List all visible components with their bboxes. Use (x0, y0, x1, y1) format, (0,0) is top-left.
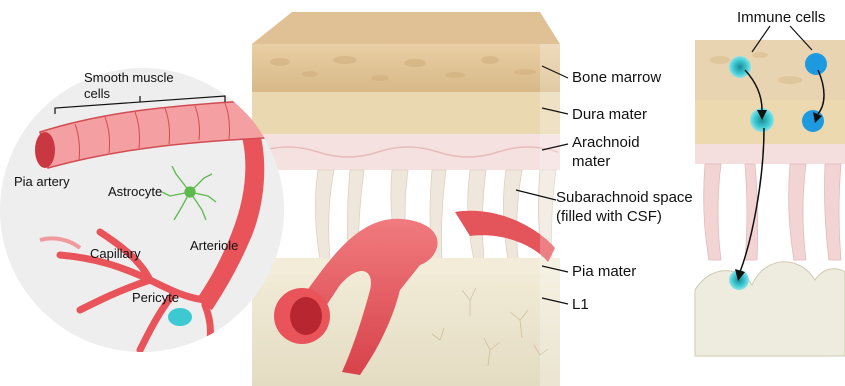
label-arteriole: Arteriole (190, 238, 238, 253)
immune-arachnoid-layer (695, 144, 845, 164)
immune-brain-surface (695, 262, 845, 356)
label-arachnoid-line2: mater (572, 153, 610, 170)
label-l1: L1 (572, 296, 589, 313)
immune-panel (695, 26, 845, 356)
pia-artery-opening (35, 132, 55, 168)
label-astrocyte: Astrocyte (108, 184, 162, 199)
central-block (252, 12, 570, 386)
immune-cell-2 (805, 53, 827, 75)
label-subarachnoid-line1: Subarachnoid space (556, 189, 693, 206)
label-pericyte: Pericyte (132, 290, 179, 305)
arachnoid-mater-layer (252, 134, 560, 170)
immune-cell-1 (729, 56, 751, 78)
label-pia-mater: Pia mater (572, 263, 636, 280)
label-smooth-muscle-line2: cells (84, 86, 111, 101)
label-capillary: Capillary (90, 246, 141, 261)
label-bone-marrow: Bone marrow (572, 69, 661, 86)
label-smooth-muscle-line1: Smooth muscle (84, 70, 174, 85)
immune-cell-4 (802, 110, 824, 132)
label-subarachnoid-line2: (filled with CSF) (556, 208, 662, 225)
artery-lumen (290, 297, 322, 335)
dura-mater-layer (252, 92, 560, 134)
pericyte-cell (168, 308, 192, 326)
bone-top-face (252, 12, 560, 44)
label-arachnoid-line1: Arachnoid (572, 134, 640, 151)
label-dura-mater: Dura mater (572, 106, 647, 123)
vasculature-inset (0, 68, 284, 370)
label-immune-cells: Immune cells (737, 9, 825, 26)
bone-marrow-layer (252, 44, 560, 92)
label-pia-artery: Pia artery (14, 174, 70, 189)
